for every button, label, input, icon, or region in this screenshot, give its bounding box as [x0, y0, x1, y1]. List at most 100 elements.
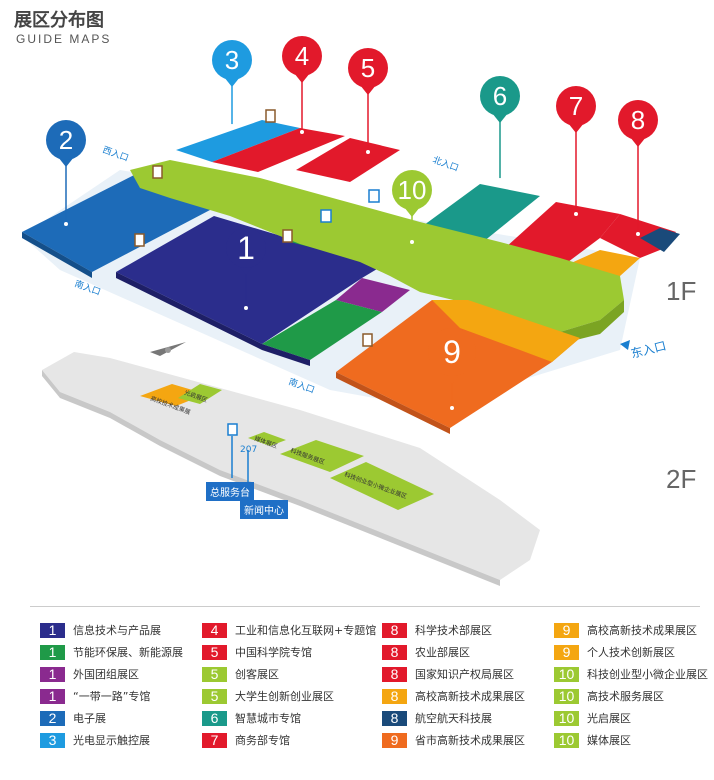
pin-head [348, 48, 388, 88]
pin-head [392, 170, 432, 210]
legend-label: 国家知识产权局展区 [415, 668, 514, 681]
legend-swatch: 7 [202, 732, 227, 748]
pin-head [556, 86, 596, 126]
legend-label: 光电显示触控展 [73, 734, 150, 747]
zone-2f-startup[interactable] [330, 462, 434, 510]
hall-4[interactable] [212, 128, 345, 172]
hall-9-side [336, 372, 450, 434]
floor-label-2f: 2F [666, 464, 696, 494]
legend-swatch: 8 [382, 710, 407, 726]
pin-location-dot [244, 306, 248, 310]
zone-pin-7[interactable]: 7 [556, 86, 596, 216]
entrance-north: 北入口 [431, 154, 460, 174]
info-kiosk-icon [362, 333, 373, 347]
pin-head [212, 40, 252, 80]
info-kiosk-icon [134, 233, 145, 247]
legend-swatch: 10 [554, 732, 579, 748]
zone-pin-8[interactable]: 8 [618, 100, 658, 236]
pin-location-dot [300, 130, 304, 134]
legend-swatch: 6 [202, 710, 227, 726]
pin-location-dot [64, 222, 68, 226]
restroom-icon [368, 189, 380, 203]
pin-number: 6 [493, 81, 507, 111]
hall-10-spine[interactable] [130, 160, 624, 332]
legend-swatch: 4 [202, 622, 227, 638]
legend-item: 3 光电显示触控展 [40, 731, 202, 749]
hall-3[interactable] [176, 120, 300, 162]
legend-swatch: 8 [382, 666, 407, 682]
hall-1-purple[interactable] [336, 278, 410, 312]
pin-head [282, 36, 322, 76]
hall-1-side [116, 272, 310, 366]
pin-number: 3 [225, 45, 239, 75]
hall-1-green[interactable] [262, 300, 382, 360]
zone-pin-6[interactable]: 6 [480, 76, 520, 182]
legend-label: 信息技术与产品展 [73, 624, 161, 637]
pin-number: 9 [443, 334, 461, 370]
legend-label: 农业部展区 [415, 646, 470, 659]
hall-9-yellow[interactable] [432, 300, 580, 362]
info-point-icon [320, 209, 332, 223]
legend-swatch: 5 [202, 644, 227, 660]
legend-swatch: 9 [554, 644, 579, 660]
legend-label: 节能环保展、新能源展 [73, 646, 183, 659]
zone-pin-9[interactable]: 9 [428, 328, 476, 410]
zone-pin-5[interactable]: 5 [348, 48, 388, 154]
pin-location-dot [450, 406, 454, 410]
exhibition-map: 西入口 北入口 南入口 南入口 东入口 1F 2F 高校技术成果展 光启展区 媒… [22, 36, 696, 586]
hall-2-side [22, 232, 92, 278]
hall-8-navy[interactable] [640, 228, 680, 252]
legend-label: 智慧城市专馆 [235, 712, 301, 725]
pin-number: 4 [295, 41, 309, 71]
room-number: 207 [240, 445, 257, 455]
zone-pin-4[interactable]: 4 [282, 36, 322, 134]
legend-swatch: 3 [40, 732, 65, 748]
pin-head [46, 120, 86, 160]
legend-swatch: 1 [40, 666, 65, 682]
legend-label: 电子展 [73, 712, 106, 725]
hall-5[interactable] [296, 138, 400, 182]
zone-2f-media[interactable] [248, 432, 286, 446]
legend-label: 创客展区 [235, 668, 279, 681]
legend-swatch: 8 [382, 622, 407, 638]
zone-pin-3[interactable]: 3 [212, 40, 252, 128]
zone-pin-1[interactable]: 1 [226, 228, 266, 310]
legend-label: 航空航天科技展 [415, 712, 492, 725]
pin-location-dot [230, 124, 234, 128]
floor2-building-side [42, 370, 500, 586]
pin-number: 8 [631, 105, 645, 135]
zone-pin-10[interactable]: 10 [392, 170, 432, 244]
zone-2f-guangqi[interactable] [178, 384, 222, 404]
legend-swatch: 1 [40, 644, 65, 660]
page-subtitle: GUIDE MAPS [16, 32, 112, 46]
entrance-east: 东入口 [629, 339, 667, 361]
pin-head [480, 76, 520, 116]
legend-swatch: 1 [40, 622, 65, 638]
hall-2[interactable] [22, 172, 210, 272]
legend-item: 1 节能环保展、新能源展 [40, 643, 202, 661]
legend-label: 光启展区 [587, 712, 631, 725]
legend-swatch: 1 [40, 688, 65, 704]
legend-item: 6 智慧城市专馆 [202, 709, 382, 727]
legend-swatch: 10 [554, 688, 579, 704]
zone-2f-service[interactable] [280, 440, 364, 472]
legend-label: 中国科学院专馆 [235, 646, 312, 659]
compass-icon [150, 342, 186, 356]
hall-10-spine-side [560, 300, 624, 344]
legend-label: 高校高新技术成果展区 [415, 690, 525, 703]
legend-item: 5 中国科学院专馆 [202, 643, 382, 661]
zone-pin-2[interactable]: 2 [46, 120, 86, 226]
pins-layer: 1 2 3 4 5 6 7 8 9 10 [46, 36, 658, 410]
